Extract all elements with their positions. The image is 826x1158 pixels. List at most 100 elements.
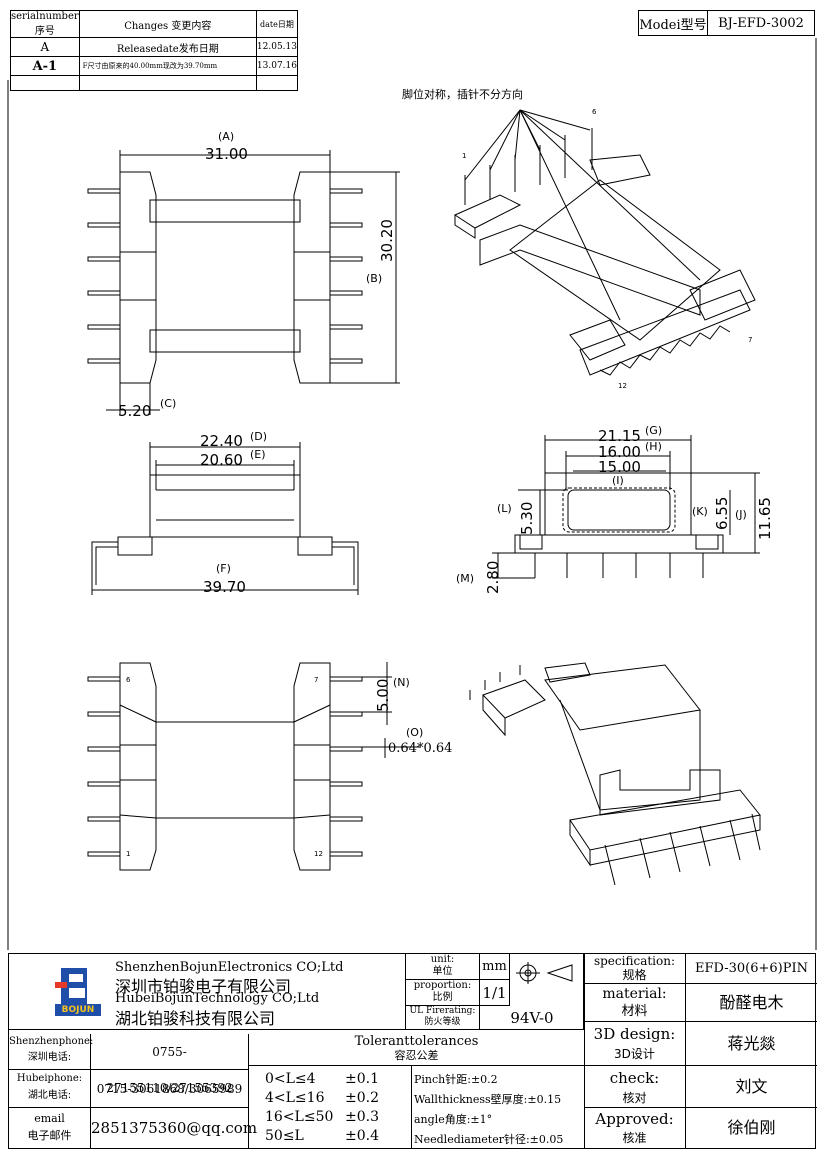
company-cn-1: 深圳市铂骏电子有限公司 [115,977,292,996]
side-view [91,442,359,595]
note-text: 脚位对称，插针不分方向 [402,88,523,101]
projection-symbol [514,962,576,988]
hb-phone-label-en: Hubeiphone: [16,1073,83,1084]
material-label-en: material: [602,986,667,1002]
technical-drawing [7,38,817,950]
iso-view-top [453,109,756,376]
pin-label: 12 [314,850,323,858]
dim-label: (A) [218,130,235,143]
dim-value: 21.15 [598,427,641,445]
tolerance-note: Wallthickness壁厚度:±0.15 [414,1093,562,1106]
dim-label: (B) [366,272,383,285]
hb-phone-label-cn: 湖北电话: [27,1090,72,1101]
tolerance-title-en: Toleranttolerances [354,1034,479,1049]
tolerance-value: ±0.2 [345,1090,379,1106]
dim-value: 30.20 [378,219,396,262]
spec-label-en: specification: [593,954,676,968]
dim-label: (F) [216,562,231,575]
approved-value: 徐伯刚 [727,1118,776,1137]
model-label: Modei型号 [638,10,708,36]
pin-label: 6 [592,108,597,116]
header-serial: serialnumber序号 [10,10,80,38]
dim-value: 31.00 [205,145,248,163]
tolerance-note: Needlediameter针径:±0.05 [414,1133,564,1146]
iso-view-bottom [469,662,761,886]
sz-phone-label-en: Shenzhenphone: [9,1036,94,1047]
unit-label-cn: 单位 [432,966,453,977]
logo-text: BOJUN [61,1005,95,1015]
pin-label: 7 [314,676,319,684]
dim-value: 0.64*0.64 [388,741,453,756]
tolerance-value: ±0.3 [345,1109,379,1125]
pin-label: 6 [126,676,131,684]
tolerance-value: ±0.4 [345,1128,379,1144]
dim-label: (D) [250,430,268,443]
dim-label: (G) [645,424,663,437]
dim-value: 11.65 [756,497,774,540]
front-view [492,435,760,579]
proportion-label-en: proportion: [413,980,472,991]
dim-label: (C) [160,397,177,410]
dim-label: (I) [612,474,624,487]
company-cn-2: 湖北铂骏科技有限公司 [115,1009,276,1028]
email-label-en: email [34,1112,65,1125]
header-date: date日期 [255,10,299,38]
hb-phone-value: 0715-3061868/3065989 [91,1070,249,1108]
rev-serial: A-1 [10,56,80,76]
dim-value: 5.20 [118,402,152,420]
ul-label-cn: 防火等级 [424,1017,461,1027]
design-label-cn: 3D设计 [614,1047,655,1061]
tolerance-range: 4<L≤16 [265,1090,325,1106]
model-value: BJ-EFD-3002 [707,10,815,36]
email-value: 2851375360@qq.com [91,1108,257,1148]
dim-label: (N) [393,676,410,689]
material-label-cn: 材料 [621,1004,648,1019]
dim-value: 5.30 [518,501,536,535]
design-value: 蒋光燚 [686,1022,817,1066]
ul-value: 94V-0 [510,1009,554,1027]
dim-label: (E) [250,448,266,461]
unit-label-en: unit: [430,954,455,965]
dim-value: 2.80 [484,560,502,594]
dim-value: 15.00 [598,458,641,476]
top-view [87,150,400,415]
pin-label: 12 [618,382,627,390]
header-changes: Changes 变更内容 [78,10,257,38]
dim-value: 16.00 [598,443,641,461]
tolerance-note: Pinch针距:±0.2 [414,1073,498,1086]
material-value: 酚醛电木 [686,984,817,1022]
tolerance-title-cn: 容忍公差 [394,1049,439,1062]
dim-value: 20.60 [200,451,243,469]
title-block: BOJUN ShenzhenBojunElectronics CO;Ltd 深圳… [8,953,817,1149]
dim-value: 6.55 [713,496,731,530]
model-box: Modei型号 BJ-EFD-3002 [638,10,815,36]
dim-label: (K) [692,505,708,518]
company-en-1: ShenzhenBojunElectronics CO;Ltd [115,960,344,975]
unit-value: mm [480,954,510,980]
dim-value: 22.40 [200,432,243,450]
tolerance-range: 50≤L [265,1128,304,1144]
sz-phone-value: 0755-27155110/27155392 [91,1034,249,1095]
ul-label-en: UL Firerating: [409,1006,476,1016]
sz-phone-label-cn: 深圳电话: [27,1052,72,1063]
approved-label-cn: 核准 [622,1131,647,1145]
pin-label: 1 [462,152,467,160]
dim-label: (J) [735,508,747,521]
tolerance-value: ±0.1 [345,1071,379,1087]
tolerance-range: 0<L≤4 [265,1071,316,1087]
approved-label-en: Approved: [595,1110,674,1128]
dim-label: (H) [645,440,662,453]
bottom-view [87,662,420,871]
design-label-en: 3D design: [593,1025,676,1043]
company-logo: BOJUN [55,966,101,1016]
spec-value: EFD-30(6+6)PIN [686,954,817,984]
spec-label-cn: 规格 [622,968,647,982]
check-label-en: check: [609,1069,660,1087]
dim-value: 5.00 [374,678,392,712]
pin-label: 1 [126,850,131,858]
revision-table: serialnumber序号 Changes 变更内容 date日期 A Rel… [10,10,299,91]
check-label-cn: 核对 [622,1091,647,1105]
dim-value: 39.70 [203,578,246,596]
dim-label: (L) [497,502,512,515]
dim-label: (M) [456,572,475,585]
